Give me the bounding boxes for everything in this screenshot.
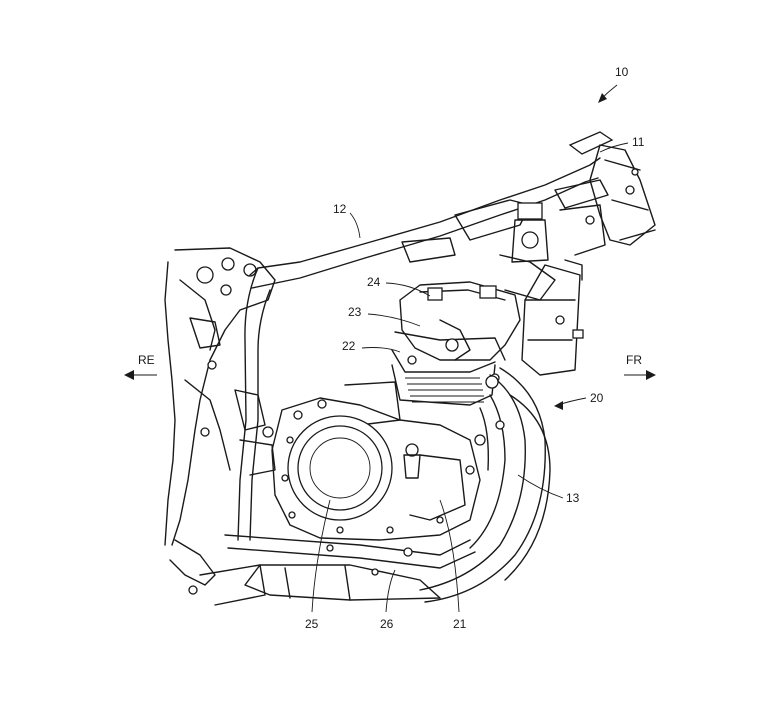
head-pipe	[554, 131, 656, 256]
exhaust-pipes	[419, 367, 551, 603]
label-main-frame: 12	[333, 202, 347, 216]
reference-labels: 10 11 12 24 23 22 20 13 25 26 21 RE FR	[138, 65, 645, 631]
label-muffler-pipe: 26	[380, 617, 394, 631]
label-cylinder: 22	[342, 339, 356, 353]
label-crankcase-cover: 25	[305, 617, 319, 631]
label-exhaust-pipe: 13	[566, 491, 580, 505]
muffler	[199, 564, 441, 606]
label-assembly: 10	[615, 65, 629, 79]
intake-assembly	[499, 202, 584, 376]
label-rear-direction: RE	[138, 353, 155, 367]
label-cylinder-head: 23	[348, 305, 362, 319]
rear-frame-section	[164, 247, 276, 595]
main-frame	[224, 157, 601, 569]
label-head-pipe: 11	[632, 135, 645, 149]
label-exhaust-system: 20	[590, 391, 604, 405]
leader-lines	[311, 84, 629, 613]
label-front-direction: FR	[626, 353, 642, 367]
label-engine: 21	[453, 617, 467, 631]
direction-arrows	[124, 93, 656, 410]
crankcase	[271, 397, 486, 541]
label-head-cover: 24	[367, 275, 381, 289]
